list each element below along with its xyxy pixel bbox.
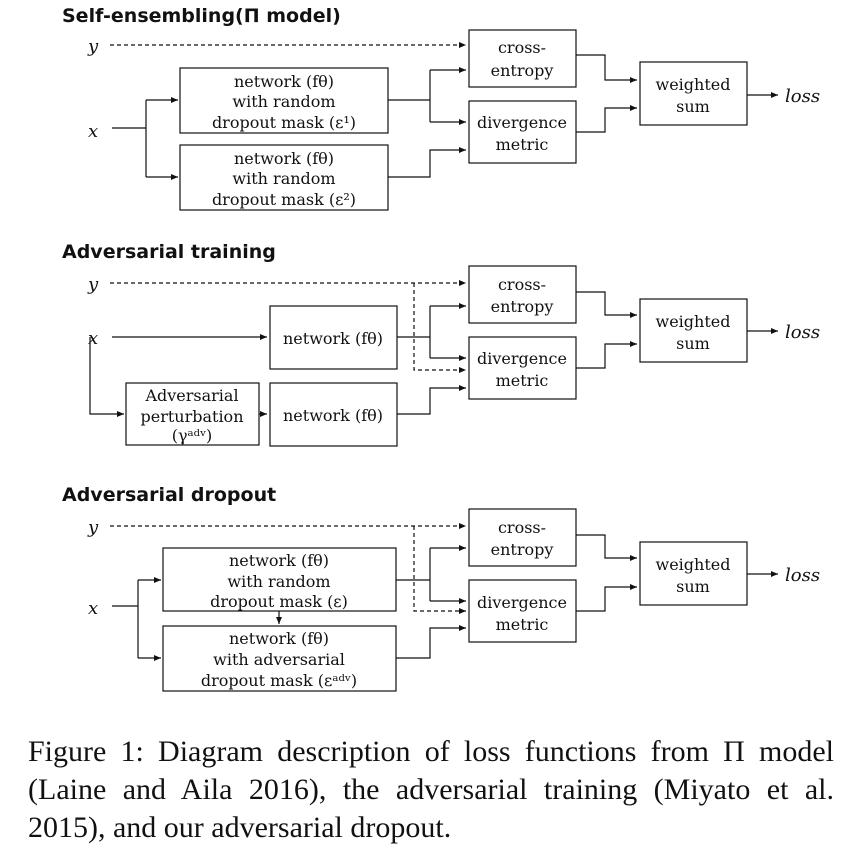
diagram-canvas: Self-ensembling(Π model) y x network (fθ… [62, 5, 820, 692]
cross-entropy-box [468, 265, 577, 324]
net1-line-1: network (fθ) [229, 551, 329, 570]
net2-to-div-arrow [396, 625, 466, 659]
ce-line-1: cross- [498, 38, 546, 57]
y-to-div-arrow [413, 526, 466, 614]
y-to-div-arrow [413, 283, 466, 373]
weighted-sum-box [639, 541, 748, 606]
net2-to-div-arrow [388, 147, 466, 178]
section-adversarial-training: Adversarial training y x network (fθ) Ad… [62, 241, 820, 447]
div-line-2: metric [496, 371, 549, 390]
y-label: y [87, 36, 99, 57]
cross-entropy-box [468, 29, 577, 88]
ce-line-1: cross- [498, 518, 546, 537]
section-title: Adversarial training [62, 241, 276, 263]
ce-to-ws-arrow [576, 534, 637, 561]
section-title: Self-ensembling(Π model) [62, 5, 341, 27]
loss-label: loss [785, 86, 820, 107]
section-adversarial-dropout: Adversarial dropout y x network (fθ) wit… [62, 484, 820, 692]
net2-line-3: dropout mask (ε²) [212, 190, 356, 209]
section-title: Adversarial dropout [62, 484, 276, 506]
network-box-2 [162, 625, 397, 692]
net2-line-1: network (fθ) [229, 629, 329, 648]
net1-line-2: with random [232, 92, 335, 111]
figure-caption: Figure 1: Diagram description of loss fu… [28, 735, 834, 844]
ws-line-2: sum [676, 577, 710, 596]
net2-line-1: network (fθ) [283, 406, 383, 425]
adv-line-3: (γᵃᵈᵛ) [172, 426, 213, 445]
loss-label: loss [785, 322, 820, 343]
ws-line-1: weighted [656, 75, 731, 94]
div-to-ws-arrow [576, 584, 637, 612]
ws-line-1: weighted [656, 555, 731, 574]
y-label: y [87, 517, 99, 538]
ce-line-2: entropy [491, 540, 554, 559]
net1-line-1: network (fθ) [234, 72, 334, 91]
net2-to-div-arrow [397, 385, 466, 415]
ws-line-1: weighted [656, 312, 731, 331]
ce-line-2: entropy [491, 297, 554, 316]
net2-line-2: with random [232, 169, 335, 188]
ws-line-2: sum [676, 334, 710, 353]
y-label: y [87, 274, 99, 295]
network-box-1 [179, 67, 389, 134]
div-line-2: metric [496, 135, 549, 154]
div-to-ws-arrow [576, 341, 637, 369]
weighted-sum-box [639, 298, 748, 363]
network-box-2 [269, 382, 398, 447]
network-box-2 [179, 144, 389, 211]
net1-line-1: network (fθ) [283, 329, 383, 348]
net2-line-3: dropout mask (εᵃᵈᵛ) [201, 671, 357, 690]
divergence-box [468, 100, 577, 164]
net1-line-3: dropout mask (ε) [210, 592, 348, 611]
net2-line-1: network (fθ) [234, 149, 334, 168]
loss-label: loss [785, 565, 820, 586]
adv-line-1: Adversarial [144, 386, 238, 405]
div-line-2: metric [496, 615, 549, 634]
net1-line-3: dropout mask (ε¹) [212, 113, 356, 132]
div-line-1: divergence [477, 113, 567, 132]
ce-line-1: cross- [498, 275, 546, 294]
div-line-1: divergence [477, 349, 567, 368]
x-label: x [88, 598, 98, 619]
x-label: x [88, 121, 98, 142]
ce-line-2: entropy [491, 61, 554, 80]
divergence-box [468, 336, 577, 400]
network-box-1 [269, 305, 398, 370]
ws-line-2: sum [676, 97, 710, 116]
section-pi-model: Self-ensembling(Π model) y x network (fθ… [62, 5, 820, 211]
cross-entropy-box [468, 508, 577, 567]
net2-line-2: with adversarial [213, 650, 345, 669]
x-label: x [88, 328, 98, 349]
x-to-adv-arrow [89, 337, 124, 417]
weighted-sum-box [639, 61, 748, 126]
adversarial-perturbation-box [125, 382, 260, 446]
ce-to-ws-arrow [576, 54, 637, 83]
network-box-1 [162, 547, 397, 612]
div-line-1: divergence [477, 593, 567, 612]
ce-to-ws-arrow [576, 291, 637, 318]
div-to-ws-arrow [576, 105, 637, 133]
net1-line-2: with random [227, 572, 330, 591]
adv-line-2: perturbation [140, 407, 243, 426]
